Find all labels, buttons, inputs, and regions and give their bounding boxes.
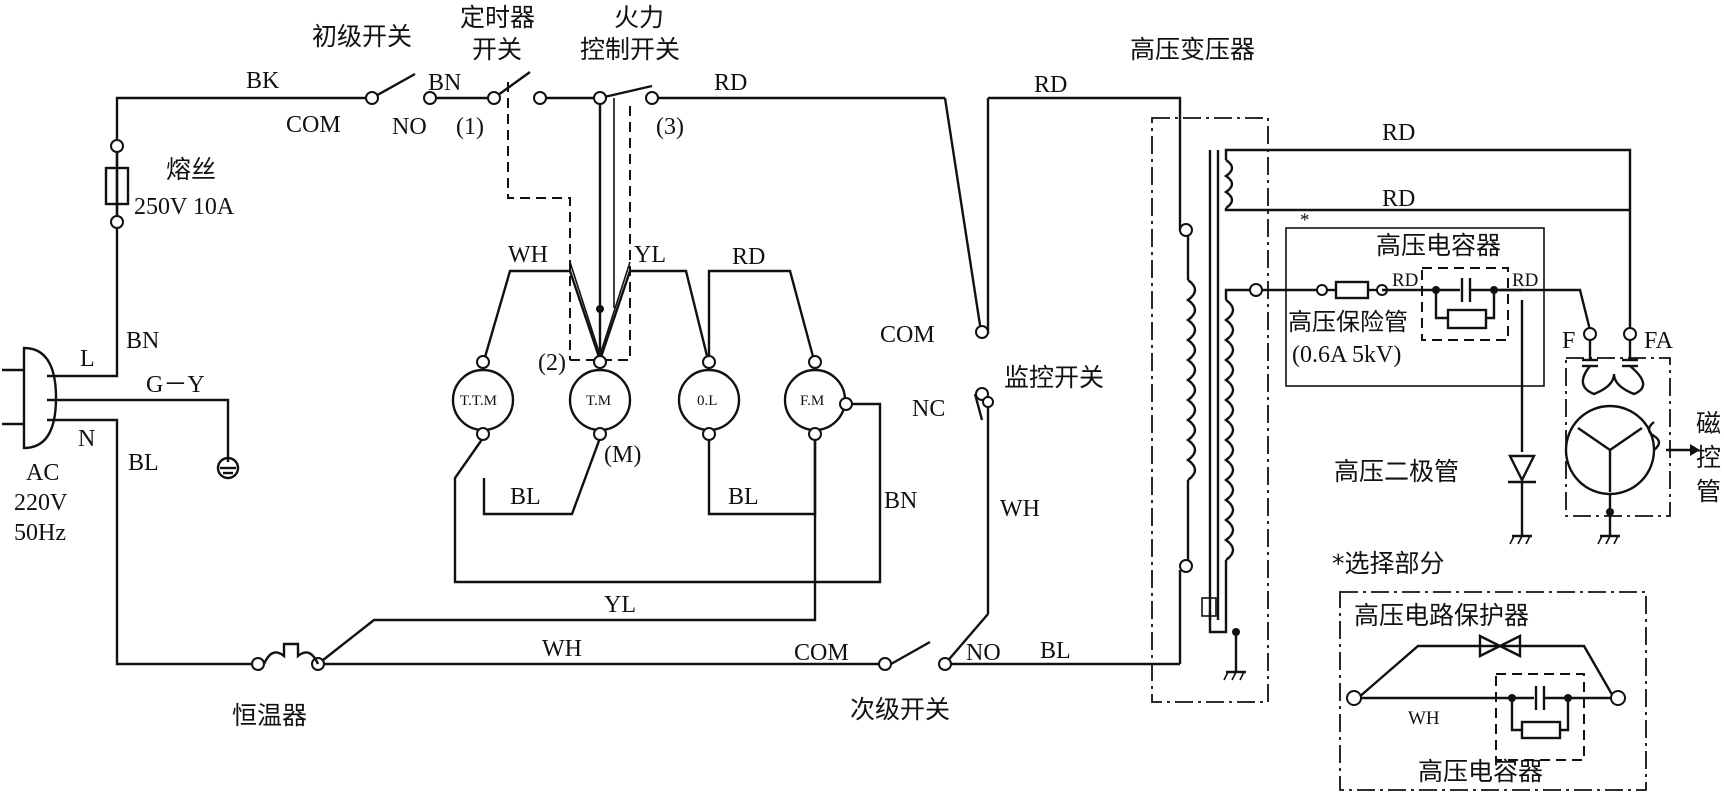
monitor-switch-label: 监控开关 bbox=[1004, 363, 1104, 392]
hv-fuse-label: 高压保险管 bbox=[1288, 309, 1408, 336]
wire-rd-2-label: RD bbox=[1034, 72, 1067, 98]
hv-transformer-label: 高压变压器 bbox=[1130, 35, 1255, 64]
magnetron-label-3: 管 bbox=[1696, 477, 1721, 506]
tm-motor-label: T.M bbox=[586, 393, 611, 409]
wire-wh-bottom-label: WH bbox=[542, 636, 582, 662]
m-label: (M) bbox=[604, 442, 641, 468]
ttm-motor-label: T.T.M bbox=[460, 393, 497, 409]
power-switch-label-2: 控制开关 bbox=[580, 35, 680, 64]
optional-protector-block bbox=[1339, 591, 1647, 791]
wire-gy-label: G－Y bbox=[146, 372, 205, 398]
wire-rd-4-label: RD bbox=[1382, 186, 1415, 212]
terminal-labels: COM NO (1) (2) (3) (M) COM NC COM NO F F… bbox=[78, 112, 1674, 666]
hv-fuse-rating-label: (0.6A 5kV) bbox=[1292, 342, 1401, 368]
wire-rd-1-label: RD bbox=[714, 70, 747, 96]
terminals bbox=[110, 91, 994, 671]
ac-label: AC bbox=[26, 460, 59, 486]
com-secondary-label: COM bbox=[794, 640, 849, 666]
n3-label: (3) bbox=[656, 114, 684, 140]
com-top-label: COM bbox=[286, 112, 341, 138]
wire-bl-2-label: BL bbox=[728, 484, 759, 510]
ground-icon bbox=[216, 456, 240, 480]
hv-capacitor-block bbox=[1249, 227, 1592, 545]
primary-switch-label: 初级开关 bbox=[312, 22, 412, 51]
n1-label: (1) bbox=[456, 114, 484, 140]
wire-yl-2-label: YL bbox=[604, 592, 636, 618]
ac-frequency-label: 50Hz bbox=[14, 520, 66, 546]
thermostat-symbol bbox=[262, 642, 320, 665]
magnetron-label-1: 磁 bbox=[1696, 409, 1721, 438]
wire-rd-3-label: RD bbox=[1382, 120, 1415, 146]
l-label: L bbox=[80, 346, 95, 372]
optional-part-label: *选择部分 bbox=[1332, 549, 1445, 578]
magnetron-symbol bbox=[1564, 327, 1700, 545]
fa-label: FA bbox=[1644, 328, 1674, 354]
wire-bk-label: BK bbox=[246, 68, 280, 94]
hv-diode-label: 高压二极管 bbox=[1334, 457, 1459, 486]
wire-bl-left-label: BL bbox=[128, 450, 159, 476]
f-label: F bbox=[1562, 328, 1575, 354]
wire-bn-top-label: BN bbox=[428, 70, 461, 96]
wire-rd-cap-left-label: RD bbox=[1392, 270, 1418, 291]
hv-capacitor-label-2: 高压电容器 bbox=[1418, 757, 1543, 786]
fm-motor-label: F.M bbox=[800, 393, 824, 409]
wire-bl-bottom-label: BL bbox=[1040, 638, 1071, 664]
wiring bbox=[47, 71, 1186, 666]
magnetron-label-2: 控 bbox=[1696, 443, 1721, 472]
wire-wh-protector-label: WH bbox=[1408, 708, 1440, 729]
wire-bn-right-label: BN bbox=[884, 488, 917, 514]
fuse-rating-label: 250V 10A bbox=[134, 194, 235, 220]
wire-wh-1-label: WH bbox=[508, 242, 548, 268]
plug-symbol bbox=[2, 346, 58, 450]
timer-switch-label-2: 开关 bbox=[472, 35, 522, 64]
motor-labels: T.T.M T.M 0.L F.M bbox=[460, 393, 824, 409]
n2-label: (2) bbox=[538, 350, 566, 376]
n-label: N bbox=[78, 426, 95, 452]
ol-motor-label: 0.L bbox=[697, 393, 717, 409]
motors bbox=[451, 355, 853, 441]
hv-capacitor-label: 高压电容器 bbox=[1376, 231, 1501, 260]
no-top-label: NO bbox=[392, 114, 427, 140]
component-labels: 初级开关 定时器 开关 火力 控制开关 高压变压器 熔丝 250V 10A 监控… bbox=[14, 3, 1721, 786]
hv-protector-label: 高压电路保护器 bbox=[1354, 601, 1529, 630]
power-switch-label-1: 火力 bbox=[614, 3, 664, 32]
nc-label: NC bbox=[912, 396, 945, 422]
com-monitor-label: COM bbox=[880, 322, 935, 348]
star-label: * bbox=[1300, 210, 1310, 231]
wire-yl-1-label: YL bbox=[634, 242, 666, 268]
thermostat-label: 恒温器 bbox=[232, 701, 307, 730]
timer-switch-label-1: 定时器 bbox=[460, 3, 535, 32]
fuse-label: 熔丝 bbox=[166, 155, 216, 184]
wire-bn-left-label: BN bbox=[126, 328, 159, 354]
wire-rd-cap-right-label: RD bbox=[1512, 270, 1538, 291]
wire-wh-monitor-label: WH bbox=[1000, 496, 1040, 522]
hv-transformer-symbol bbox=[1151, 117, 1632, 703]
no-secondary-label: NO bbox=[966, 640, 1001, 666]
wire-labels: BK BN RD RD RD RD RD RD RD WH YL BN G－Y … bbox=[126, 68, 1538, 729]
wire-rd-5-label: RD bbox=[732, 244, 765, 270]
ac-voltage-label: 220V bbox=[14, 490, 68, 516]
secondary-switch-label: 次级开关 bbox=[850, 695, 950, 724]
wire-bl-1-label: BL bbox=[510, 484, 541, 510]
